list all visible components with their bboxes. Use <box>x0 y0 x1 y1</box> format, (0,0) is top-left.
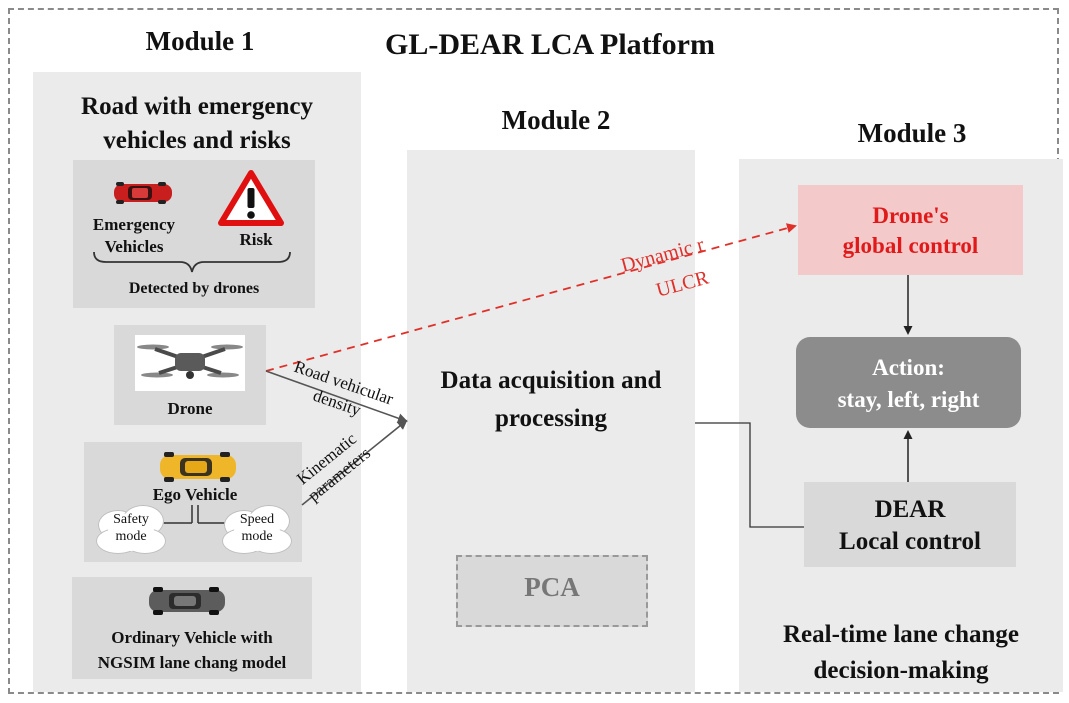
road-density-arrow <box>265 370 408 424</box>
data-acquisition-label: Data acquisition and processing <box>407 362 695 438</box>
road-title-line2: vehicles and risks <box>103 127 291 154</box>
kinematic-arrow <box>301 419 408 506</box>
dear-box <box>804 482 1016 567</box>
emergency-vehicles-label: Emergency Vehicles <box>84 214 184 258</box>
realtime-line2: decision-making <box>813 657 989 684</box>
detected-brace <box>93 251 291 273</box>
data-to-dear-connector <box>695 422 804 528</box>
emergency-line2: Vehicles <box>104 237 164 256</box>
speed-mode-label: Speed mode <box>222 511 292 545</box>
action-line1: Action: <box>872 355 945 380</box>
data-line2: processing <box>494 405 608 432</box>
module3-heading: Module 3 <box>857 118 967 148</box>
realtime-line1: Real-time lane change <box>782 621 1020 648</box>
global-control-label: Drone's global control <box>798 201 1023 261</box>
ego-vehicle-label: Ego Vehicle <box>152 485 238 504</box>
module1-heading: Module 1 <box>145 26 255 56</box>
platform-title: GL-DEAR LCA Platform <box>385 28 715 61</box>
road-title-line1: Road with emergency <box>81 93 313 120</box>
risk-label: Risk <box>239 230 273 249</box>
module2-heading: Module 2 <box>501 105 611 135</box>
safety-line1: Safety <box>113 512 149 527</box>
dear-line1: DEAR <box>874 496 946 523</box>
drone-icon <box>135 335 245 391</box>
emergency-line1: Emergency <box>92 215 176 234</box>
pca-box <box>456 555 648 627</box>
pca-label: PCA <box>524 572 580 602</box>
safety-mode-label: Safety mode <box>96 511 166 545</box>
dear-label: DEAR Local control <box>804 494 1016 558</box>
realtime-label: Real-time lane change decision-making <box>745 617 1057 689</box>
dynamic-r-arrow <box>265 223 797 372</box>
emergency-vehicle-icon <box>114 182 172 204</box>
action-label: Action: stay, left, right <box>796 352 1021 416</box>
safety-line2: mode <box>115 529 147 544</box>
global-control-box <box>798 185 1023 275</box>
action-box <box>796 337 1021 428</box>
action-line2: stay, left, right <box>837 387 980 412</box>
global-line1: Drone's <box>872 203 949 228</box>
drone-label: Drone <box>167 399 213 418</box>
ordinary-line1: Ordinary Vehicle with <box>111 628 273 647</box>
global-line2: global control <box>842 233 979 258</box>
speed-line1: Speed <box>239 512 275 527</box>
emergency-risk-box <box>73 160 315 308</box>
ordinary-vehicle-label: Ordinary Vehicle with NGSIM lane chang m… <box>72 625 312 675</box>
detected-label: Detected by drones <box>128 280 260 297</box>
data-line1: Data acquisition and <box>440 367 662 394</box>
road-title: Road with emergency vehicles and risks <box>40 90 354 158</box>
ordinary-vehicle-icon <box>149 587 225 615</box>
risk-warning-icon <box>218 170 284 226</box>
speed-line2: mode <box>241 529 273 544</box>
ego-vehicle-icon <box>160 452 236 482</box>
ulcr-label: ULCR <box>654 267 712 302</box>
dear-line2: Local control <box>839 528 981 555</box>
ordinary-line2: NGSIM lane chang model <box>97 653 287 672</box>
